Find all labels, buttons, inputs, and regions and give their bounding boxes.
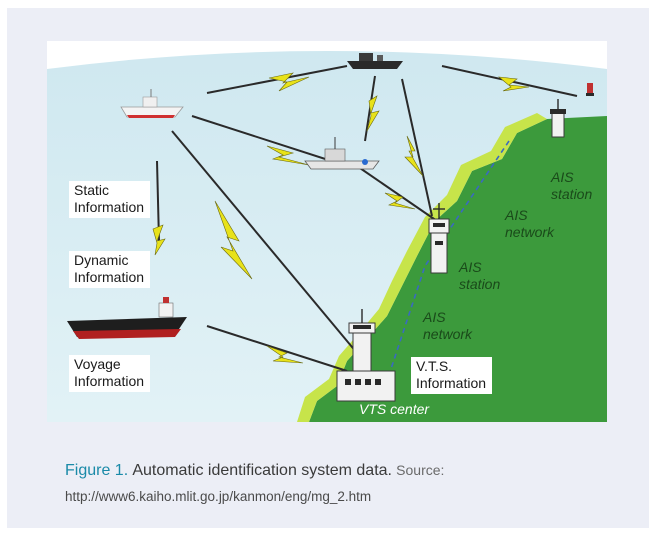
dynamic-information-box: Dynamic Information [69,251,151,288]
tanker-ship [67,297,187,339]
coast-land [309,116,607,422]
vts-information-line-1: V.T.S. [416,358,453,374]
ais-diagram-graphic [47,41,607,422]
ais-network-label-2: AIS network [423,309,472,343]
ais-station-label-2-line-1: AIS [459,259,482,275]
voyage-information-line-1: Voyage [74,356,121,372]
static-information-line-2: Information [74,199,145,215]
voyage-information-line-2: Information [74,373,145,389]
lightning-bolts [152,72,530,364]
ais-network-label-1: AIS network [505,207,554,241]
vts-information-line-2: Information [416,375,487,391]
static-information-box: Static Information [69,181,151,218]
static-information-line-1: Static [74,182,110,198]
ais-station-label-1-line-1: AIS [551,169,574,185]
white-ship [120,89,184,118]
ais-station-tower-2 [428,203,450,274]
figure-caption: Figure 1. Automatic identification syste… [65,457,625,510]
ais-network-label-2-line-1: AIS [423,309,446,325]
buoy [586,83,594,96]
caption-figure-number: Figure 1. [65,462,129,479]
dynamic-information-line-2: Information [74,269,145,285]
ais-station-tower-1 [550,99,566,138]
radio-links [156,65,578,372]
caption-source-url: http://www6.kaiho.mlit.go.jp/kanmon/eng/… [65,489,372,504]
ais-station-label-1: AIS station [551,169,592,203]
dynamic-information-line-1: Dynamic [74,252,129,268]
cargo-ship-top [347,53,403,69]
patrol-ship [304,137,380,170]
ais-station-label-2-line-2: station [459,276,501,292]
ais-station-label-2: AIS station [459,259,500,293]
vts-information-box: V.T.S. Information [411,357,493,394]
ais-network-label-1-line-2: network [505,224,555,240]
caption-title: Automatic identification system data. [132,462,392,479]
voyage-information-box: Voyage Information [69,355,151,392]
ais-network-label-2-line-2: network [423,326,473,342]
caption-source-label: Source: [396,462,445,478]
ais-diagram: Static Information Dynamic Information V… [47,41,607,422]
ais-network-label-1-line-1: AIS [505,207,528,223]
vts-center-building [336,309,396,402]
ais-station-label-1-line-2: station [551,186,593,202]
vts-center-label: VTS center [359,401,430,417]
